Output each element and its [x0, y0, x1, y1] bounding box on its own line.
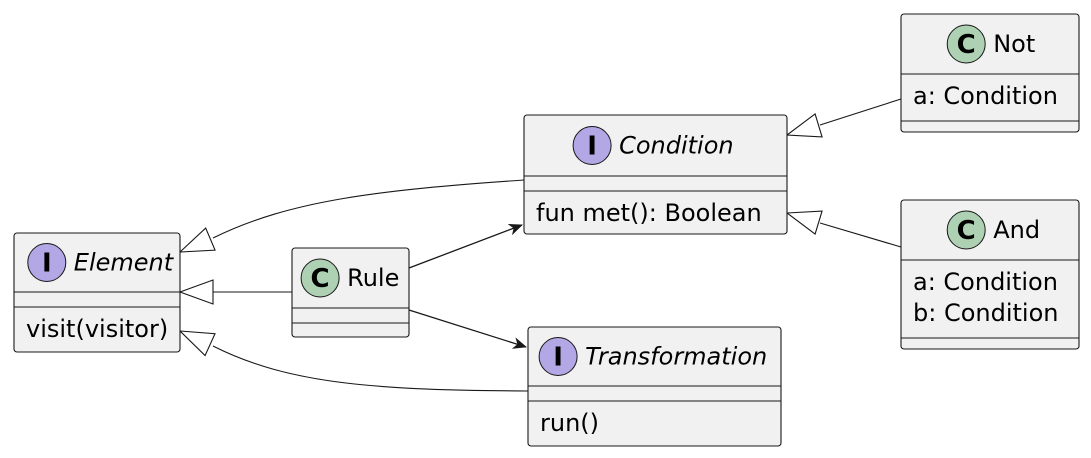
stereotype-letter: I [553, 343, 563, 373]
stereotype-letter: C [957, 30, 976, 60]
stereotype-letter: I [42, 249, 52, 279]
class-and: C And a: Condition b: Condition [900, 199, 1080, 350]
class-rule: C Rule [291, 247, 410, 338]
interface-badge-icon [572, 126, 612, 165]
class-condition: I Condition fun met(): Boolean [523, 114, 788, 235]
relation-and-condition [785, 210, 902, 248]
class-box [900, 13, 1080, 133]
inheritance-line [819, 98, 902, 126]
class-name: Rule [347, 264, 399, 292]
class-name: Element [74, 249, 175, 277]
relation-rule-condition [408, 224, 523, 269]
relation-condition-element [178, 179, 525, 253]
class-transformation: I Transformation run() [527, 326, 782, 447]
class-name: Condition [619, 132, 734, 160]
class-element: I Element visit(visitor) [13, 232, 181, 353]
inheritance-line [212, 179, 525, 239]
inheritance-line [819, 222, 902, 248]
interface-badge-icon [538, 337, 578, 376]
stereotype-letter: C [957, 216, 976, 246]
class-not: C Not a: Condition [900, 13, 1080, 133]
class-box [900, 199, 1080, 350]
class-method: fun met(): Boolean [536, 199, 762, 227]
class-badge-icon [946, 24, 986, 64]
class-method: visit(visitor) [26, 315, 168, 343]
relation-rule-element [178, 279, 292, 305]
class-field: a: Condition [913, 82, 1058, 110]
class-name: Transformation [585, 343, 767, 371]
stereotype-letter: I [587, 132, 597, 162]
class-name: And [993, 216, 1040, 244]
inheritance-arrowhead [178, 279, 214, 305]
inheritance-line [212, 345, 529, 392]
class-field: a: Condition [913, 268, 1058, 296]
relation-transformation-element [178, 330, 529, 392]
class-name: Not [993, 30, 1035, 58]
inheritance-arrowhead [178, 330, 216, 357]
interface-badge-icon [27, 243, 67, 282]
class-badge-icon [300, 258, 340, 298]
inheritance-arrowhead [785, 210, 823, 235]
relation-rule-transformation [408, 309, 527, 349]
stereotype-letter: C [311, 264, 330, 294]
class-badge-icon [946, 210, 986, 250]
relation-not-condition [785, 98, 902, 138]
class-field: b: Condition [913, 299, 1058, 327]
association-arrow [408, 224, 523, 269]
inheritance-arrowhead [785, 113, 823, 138]
inheritance-arrowhead [178, 227, 216, 253]
association-arrow [408, 309, 527, 349]
class-method: run() [540, 409, 599, 437]
